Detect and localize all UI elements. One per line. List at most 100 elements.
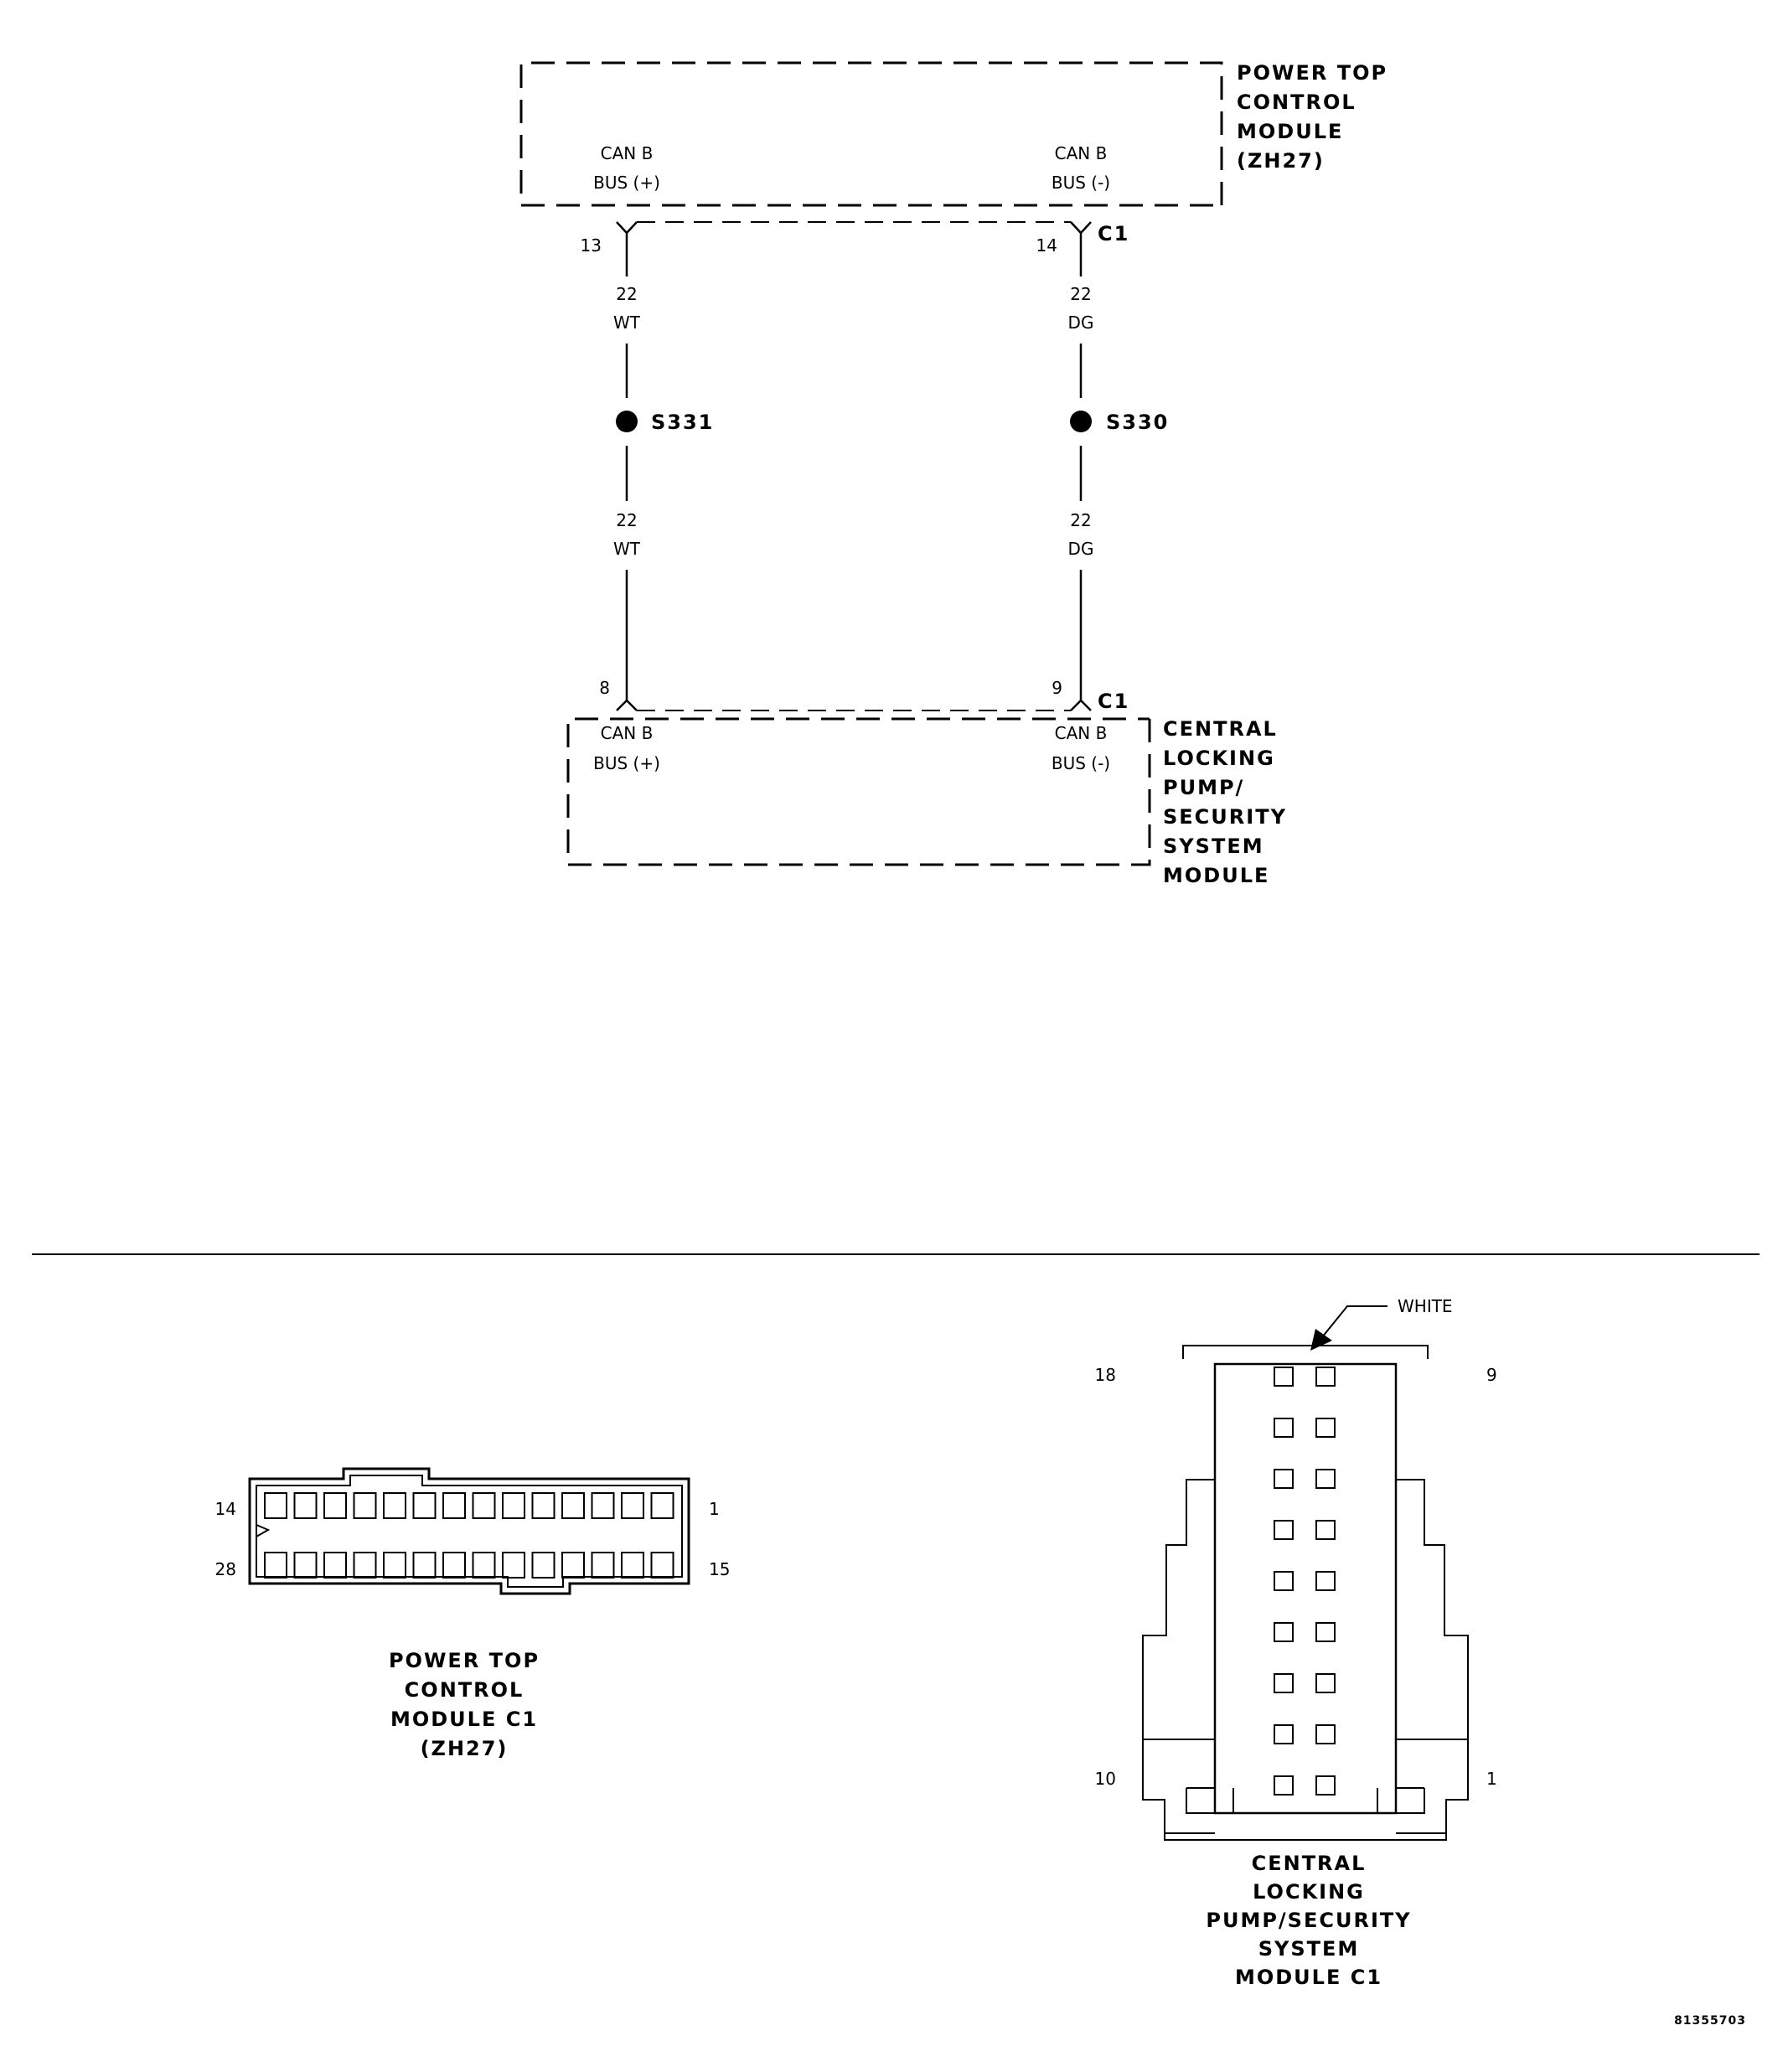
clp-base xyxy=(1164,1833,1447,1841)
wire-left-color-lower: WT xyxy=(613,539,641,559)
top-pin-right-label-2: BUS (-) xyxy=(1052,173,1110,193)
top-pin-right-terminal xyxy=(1070,221,1092,235)
power-top-module-title-3: MODULE xyxy=(1237,120,1343,143)
clp-cavity xyxy=(1315,1622,1336,1642)
bottom-pin-right-label-2: BUS (-) xyxy=(1052,753,1110,773)
clp-cavity xyxy=(1315,1520,1336,1540)
wire-left-color-upper: WT xyxy=(613,313,641,333)
clp-color-callout: WHITE xyxy=(1398,1296,1453,1316)
clp-callout-arrow xyxy=(1310,1329,1332,1351)
figure-id: 81355703 xyxy=(1674,2014,1746,2028)
splice-s330-dot xyxy=(1070,411,1092,432)
wire-left-gauge-lower: 22 xyxy=(616,510,637,530)
central-locking-title-2: LOCKING xyxy=(1163,747,1275,770)
ptcm-cavity xyxy=(531,1552,556,1579)
ptcm-cavity xyxy=(591,1492,615,1519)
power-top-module-title-4: (ZH27) xyxy=(1237,149,1325,173)
top-pin-left-label-1: CAN B xyxy=(601,143,654,163)
bottom-pin-right-number: 9 xyxy=(1052,678,1062,698)
ptcm-cavity xyxy=(442,1552,466,1579)
central-locking-title-4: SECURITY xyxy=(1163,805,1287,829)
central-locking-title-1: CENTRAL xyxy=(1163,717,1278,741)
ptcm-pin-14-label: 14 xyxy=(215,1499,236,1519)
bottom-pin-left-number: 8 xyxy=(599,678,610,698)
ptcm-connector-inner xyxy=(256,1475,683,1588)
clp-connector-body xyxy=(1213,1362,1398,1815)
ptcm-cavity xyxy=(293,1492,318,1519)
ptcm-cavity xyxy=(561,1552,585,1579)
ptcm-cavity xyxy=(591,1552,615,1579)
power-top-module-title-2: CONTROL xyxy=(1237,90,1357,114)
ptcm-cavity xyxy=(472,1552,496,1579)
ptcm-cavity xyxy=(472,1492,496,1519)
ptcm-cavity xyxy=(442,1492,466,1519)
ptcm-caption-4: (ZH27) xyxy=(421,1737,509,1760)
clp-cavity xyxy=(1274,1622,1294,1642)
clp-pin-10-label: 10 xyxy=(1095,1769,1116,1789)
wire-right-color-lower: DG xyxy=(1068,539,1094,559)
ptcm-pin-15-label: 15 xyxy=(709,1559,730,1579)
power-top-control-module: POWER TOP CONTROL MODULE (ZH27) CAN B BU… xyxy=(519,61,1388,256)
clp-cavity-grid xyxy=(1274,1367,1336,1796)
clp-caption-2: LOCKING xyxy=(1253,1880,1365,1904)
splice-s331-label: S331 xyxy=(651,411,714,434)
splice-s330-label: S330 xyxy=(1106,411,1169,434)
clp-right-foot xyxy=(1377,1787,1424,1814)
bottom-pin-right-terminal xyxy=(1070,699,1092,711)
clp-cavity xyxy=(1274,1367,1294,1387)
wire-right: 22 DG S330 22 DG xyxy=(1068,233,1169,702)
clp-cavity xyxy=(1315,1673,1336,1693)
wire-right-gauge-upper: 22 xyxy=(1070,284,1091,304)
clp-cavity xyxy=(1274,1469,1294,1489)
central-locking-title-5: SYSTEM xyxy=(1163,834,1264,858)
ptcm-cavity-grid xyxy=(264,1492,674,1579)
clp-cavity xyxy=(1274,1520,1294,1540)
ptcm-cavity xyxy=(531,1492,556,1519)
clp-top-bracket xyxy=(1182,1345,1429,1359)
clp-cavity xyxy=(1315,1571,1336,1591)
clp-pin-1-label: 1 xyxy=(1486,1769,1497,1789)
bottom-pin-left-label-1: CAN B xyxy=(601,723,654,743)
clp-cavity xyxy=(1315,1367,1336,1387)
central-locking-module-outline xyxy=(566,717,1151,866)
clp-pin-18-label: 18 xyxy=(1095,1365,1116,1385)
ptcm-cavity xyxy=(650,1552,674,1579)
ptcm-cavity xyxy=(323,1552,347,1579)
ptcm-caption-1: POWER TOP xyxy=(389,1649,540,1672)
bottom-connector-id: C1 xyxy=(1098,690,1129,713)
ptcm-pin-28-label: 28 xyxy=(215,1559,236,1579)
ptcm-cavity xyxy=(621,1492,644,1519)
clp-right-steps xyxy=(1396,1479,1469,1834)
ptcm-cavity xyxy=(412,1492,437,1519)
top-connector-id: C1 xyxy=(1098,222,1129,245)
ptcm-cavity xyxy=(383,1552,406,1579)
clp-right-foot-2 xyxy=(1396,1788,1425,1814)
clp-pin-9-label: 9 xyxy=(1486,1365,1497,1385)
clp-left-steps xyxy=(1142,1479,1215,1834)
bottom-pin-left-label-2: BUS (+) xyxy=(593,753,660,773)
clp-callout-leader xyxy=(1321,1305,1388,1338)
clp-cavity xyxy=(1274,1571,1294,1591)
clp-cavity xyxy=(1274,1673,1294,1693)
ptcm-pin-1-label: 1 xyxy=(709,1499,720,1519)
central-locking-title-3: PUMP/ xyxy=(1163,776,1244,799)
top-pin-right-label-1: CAN B xyxy=(1055,143,1108,163)
ptcm-cavity xyxy=(383,1492,406,1519)
power-top-module-title-1: POWER TOP xyxy=(1237,61,1388,85)
clp-caption-1: CENTRAL xyxy=(1252,1852,1367,1875)
central-locking-title-6: MODULE xyxy=(1163,864,1269,887)
wire-right-gauge-lower: 22 xyxy=(1070,510,1091,530)
clp-cavity xyxy=(1315,1418,1336,1438)
ptcm-cavity xyxy=(412,1552,437,1579)
top-pin-right-number: 14 xyxy=(1036,235,1057,256)
bottom-pin-right-label-1: CAN B xyxy=(1055,723,1108,743)
wire-left-gauge-upper: 22 xyxy=(616,284,637,304)
wire-right-color-upper: DG xyxy=(1068,313,1094,333)
clp-left-foot-2 xyxy=(1186,1788,1215,1814)
ptcm-cavity xyxy=(502,1492,525,1519)
ptcm-cavity xyxy=(264,1492,287,1519)
clp-caption-3: PUMP/SECURITY xyxy=(1206,1909,1411,1932)
top-pin-left-terminal xyxy=(616,221,638,235)
top-pin-left-label-2: BUS (+) xyxy=(593,173,660,193)
